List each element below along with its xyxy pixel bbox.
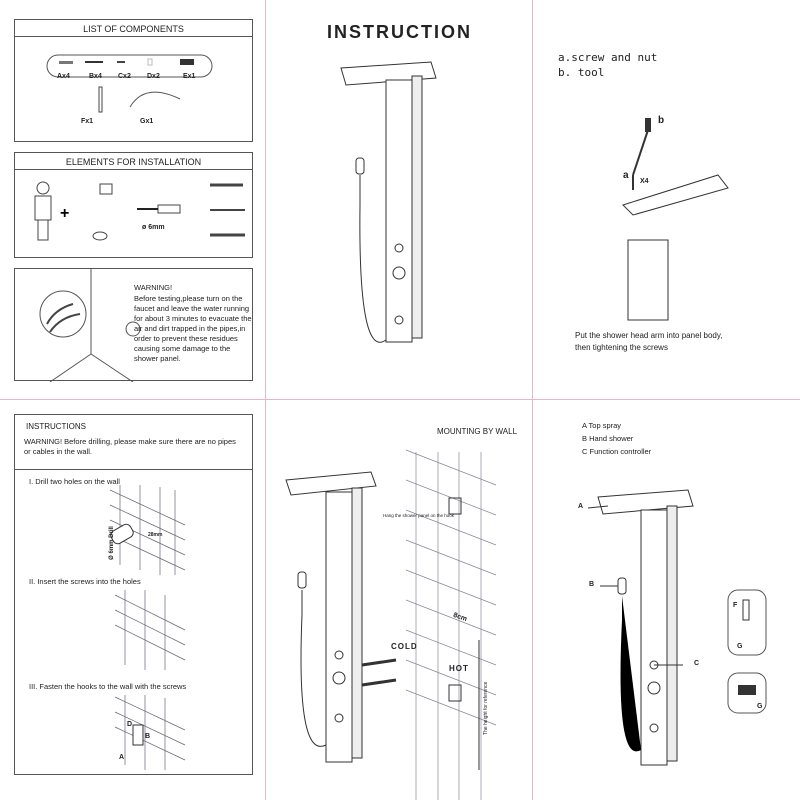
warning-box: WARNING! Before testing,please turn on t… xyxy=(14,268,253,382)
assembly-page: a.screw and nut b. tool b a X4 Put the s… xyxy=(533,0,800,400)
components-box: LIST OF COMPONENTS Ax4 Bx4 Cx2 Dx2 Ex1 F… xyxy=(14,19,253,142)
component-label: Bx4 xyxy=(89,73,102,80)
pipes-drawing xyxy=(39,269,141,382)
instruction-page: INSTRUCTION xyxy=(266,0,533,400)
part-a-label: a.screw and nut xyxy=(558,51,658,64)
step-1: I. Drill two holes on the wall xyxy=(29,477,120,486)
hot-label: HOT xyxy=(449,664,469,673)
callout-g: G xyxy=(737,643,743,650)
callout-c: C xyxy=(694,660,700,667)
warning-text: Before testing,please turn on the faucet… xyxy=(134,294,252,364)
quantity-label: X4 xyxy=(640,178,649,185)
warning-line: order to prevent these residues xyxy=(134,334,238,343)
svg-text:+: + xyxy=(60,205,69,222)
hang-instruction: Hang the shower panel on the hook xyxy=(383,513,455,518)
callout-b: B xyxy=(589,581,595,588)
drill-warning-line: WARNING! Before drilling, please make su… xyxy=(24,437,236,446)
instructions-header: INSTRUCTIONS WARNING! Before drilling, p… xyxy=(15,415,252,470)
height-reference-label: The height for reference xyxy=(483,681,489,735)
components-title: LIST OF COMPONENTS xyxy=(15,20,252,37)
warning-line: causing some damage to the xyxy=(134,344,231,353)
callout-f: F xyxy=(733,602,738,609)
instructions-page: INSTRUCTIONS WARNING! Before drilling, p… xyxy=(0,400,266,800)
drill-size-label: ø 6mm xyxy=(142,224,165,231)
instructions-title: INSTRUCTIONS xyxy=(26,422,86,431)
warning-line: shower panel. xyxy=(134,354,181,363)
parts-drawing xyxy=(587,489,767,766)
warning-line: faucet and leave the water running xyxy=(134,304,250,313)
callout-a: A xyxy=(578,503,584,510)
legend-function-controller: C Function controller xyxy=(582,447,652,456)
drill-label: Ø 6mm Drill xyxy=(108,526,115,560)
warning-title: WARNING! xyxy=(134,283,173,292)
warning-line: air and dirt trapped in the pipes,in xyxy=(134,324,246,333)
component-label: Fx1 xyxy=(81,118,94,125)
warning-line: Before testing,please turn on the xyxy=(134,294,243,303)
callout-g: G xyxy=(757,703,763,710)
tools-drawing: + xyxy=(34,181,245,241)
caption-line: then tightening the screws xyxy=(575,343,668,352)
hole-spacing-label: 28mm xyxy=(148,532,163,538)
legend-top-spray: A Top spray xyxy=(582,421,622,430)
tool-label: b xyxy=(658,115,665,126)
mounting-title: MOUNTING BY WALL xyxy=(437,427,518,436)
hook-label-b: B xyxy=(145,733,151,740)
drill-warning-line: or cables in the wall. xyxy=(24,447,92,456)
parts-page: A Top spray B Hand shower C Function con… xyxy=(533,400,800,800)
elements-title: ELEMENTS FOR INSTALLATION xyxy=(15,153,252,170)
warning-line: for about 3 minutes to evacuate the xyxy=(134,314,252,323)
instruction-title: INSTRUCTION xyxy=(327,22,472,42)
component-label: Ex1 xyxy=(183,73,196,80)
legend-hand-shower: B Hand shower xyxy=(582,434,634,443)
wall-grid-drawings xyxy=(109,485,186,770)
component-label: Cx2 xyxy=(118,73,131,80)
step-3: III. Fasten the hooks to the wall with t… xyxy=(29,682,187,691)
hook-label-a: A xyxy=(119,754,125,761)
shower-head-assembly-drawing xyxy=(622,118,729,321)
elements-box: ELEMENTS FOR INSTALLATION + ø 6mm xyxy=(14,152,253,258)
component-label: Gx1 xyxy=(140,118,154,125)
components-page: LIST OF COMPONENTS Ax4 Bx4 Cx2 Dx2 Ex1 F… xyxy=(0,0,266,400)
step-2: II. Insert the screws into the holes xyxy=(29,577,141,586)
components-drawing xyxy=(46,54,213,113)
mounting-page: MOUNTING BY WALL Hang the shower panel o… xyxy=(266,400,533,800)
caption-line: Put the shower head arm into panel body, xyxy=(575,331,723,340)
shower-panel-drawing xyxy=(340,61,437,343)
hook-label-d: D xyxy=(127,721,133,728)
part-b-label: b. tool xyxy=(558,66,605,79)
component-label: Ax4 xyxy=(57,73,70,80)
component-label: Dx2 xyxy=(147,73,160,80)
instructions-box: INSTRUCTIONS WARNING! Before drilling, p… xyxy=(14,414,253,775)
mounting-drawing xyxy=(285,449,497,800)
cold-label: COLD xyxy=(391,642,418,651)
screw-label: a xyxy=(623,170,629,181)
